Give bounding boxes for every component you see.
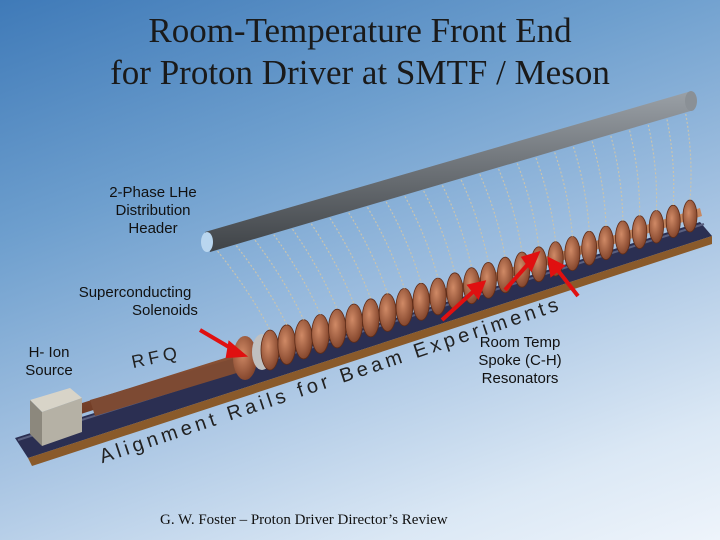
cavity-disc <box>361 298 380 338</box>
cavity-disc <box>615 220 631 255</box>
lhe-feed-lines <box>214 109 692 331</box>
feed-line <box>214 247 271 331</box>
feed-line <box>646 120 658 211</box>
feed-line <box>571 142 590 232</box>
feed-line <box>364 203 405 289</box>
title-line-2: for Proton Driver at SMTF / Meson <box>110 53 610 92</box>
cavity-disc <box>631 215 648 249</box>
solenoids-label-line-2: Solenoids <box>132 302 198 319</box>
cavity-disc <box>328 308 347 349</box>
cavity-disc <box>581 230 598 266</box>
feed-line <box>684 109 692 201</box>
cavity-disc <box>277 324 297 365</box>
feed-line <box>289 225 338 310</box>
cavity-disc <box>429 277 447 316</box>
footer-credit: G. W. Foster – Proton Driver Director’s … <box>160 512 448 528</box>
feed-line <box>421 187 456 273</box>
feed-line <box>252 236 305 320</box>
feed-line <box>534 153 557 242</box>
resonator-cavities <box>260 199 698 371</box>
feed-line <box>665 115 675 206</box>
resonators-label: Room Temp Spoke (C-H) Resonators <box>460 334 580 388</box>
ion-source-box <box>30 388 82 446</box>
resonators-label-line-2: Spoke (C-H) <box>478 352 562 369</box>
feed-line <box>402 192 439 279</box>
lhe-header-pipe <box>201 91 697 252</box>
header-label: 2-Phase LHe Distribution Header <box>88 184 218 238</box>
feed-line <box>327 214 372 300</box>
cavity-disc <box>344 303 363 343</box>
cavity-disc <box>412 282 430 321</box>
feed-line <box>458 175 489 263</box>
feed-line <box>590 137 607 227</box>
resonator-arrows <box>198 250 580 359</box>
feed-line <box>346 209 389 294</box>
cavity-disc <box>378 293 397 332</box>
header-label-line-1: 2-Phase LHe <box>109 184 197 201</box>
cavity-disc <box>648 209 664 244</box>
cavity-disc <box>395 287 414 327</box>
resonators-label-line-1: Room Temp <box>479 334 561 351</box>
feed-line <box>270 231 321 315</box>
ion-source-label: H- Ion Source <box>14 344 84 380</box>
cavity-disc <box>598 225 614 260</box>
feed-line <box>496 164 523 253</box>
solenoids-label: Superconducting Solenoids <box>60 284 210 320</box>
cavity-disc <box>260 329 280 371</box>
feed-line <box>477 170 506 258</box>
feed-line <box>628 126 641 216</box>
cavity-disc <box>311 314 330 354</box>
resonators-label-line-3: Resonators <box>481 370 559 387</box>
feed-line <box>552 148 573 237</box>
cavity-disc <box>682 199 698 233</box>
slide-title: Room-Temperature Front End for Proton Dr… <box>0 10 720 94</box>
feed-line <box>515 159 540 247</box>
cavity-disc <box>294 319 313 360</box>
feed-line <box>308 220 355 305</box>
header-label-line-2: Distribution <box>115 202 191 219</box>
cavity-disc <box>665 204 681 238</box>
feed-line <box>609 131 624 221</box>
feed-line <box>440 181 473 268</box>
ion-source-label-line-2: Source <box>25 362 73 379</box>
cavity-disc <box>564 236 581 272</box>
cavity-disc <box>480 261 497 299</box>
header-label-line-3: Header <box>128 220 178 237</box>
feed-line <box>383 198 422 284</box>
feed-line <box>233 242 288 326</box>
title-line-1: Room-Temperature Front End <box>148 11 572 50</box>
solenoids-label-line-1: Superconducting <box>78 284 192 301</box>
ion-source-label-line-1: H- Ion <box>28 344 70 361</box>
